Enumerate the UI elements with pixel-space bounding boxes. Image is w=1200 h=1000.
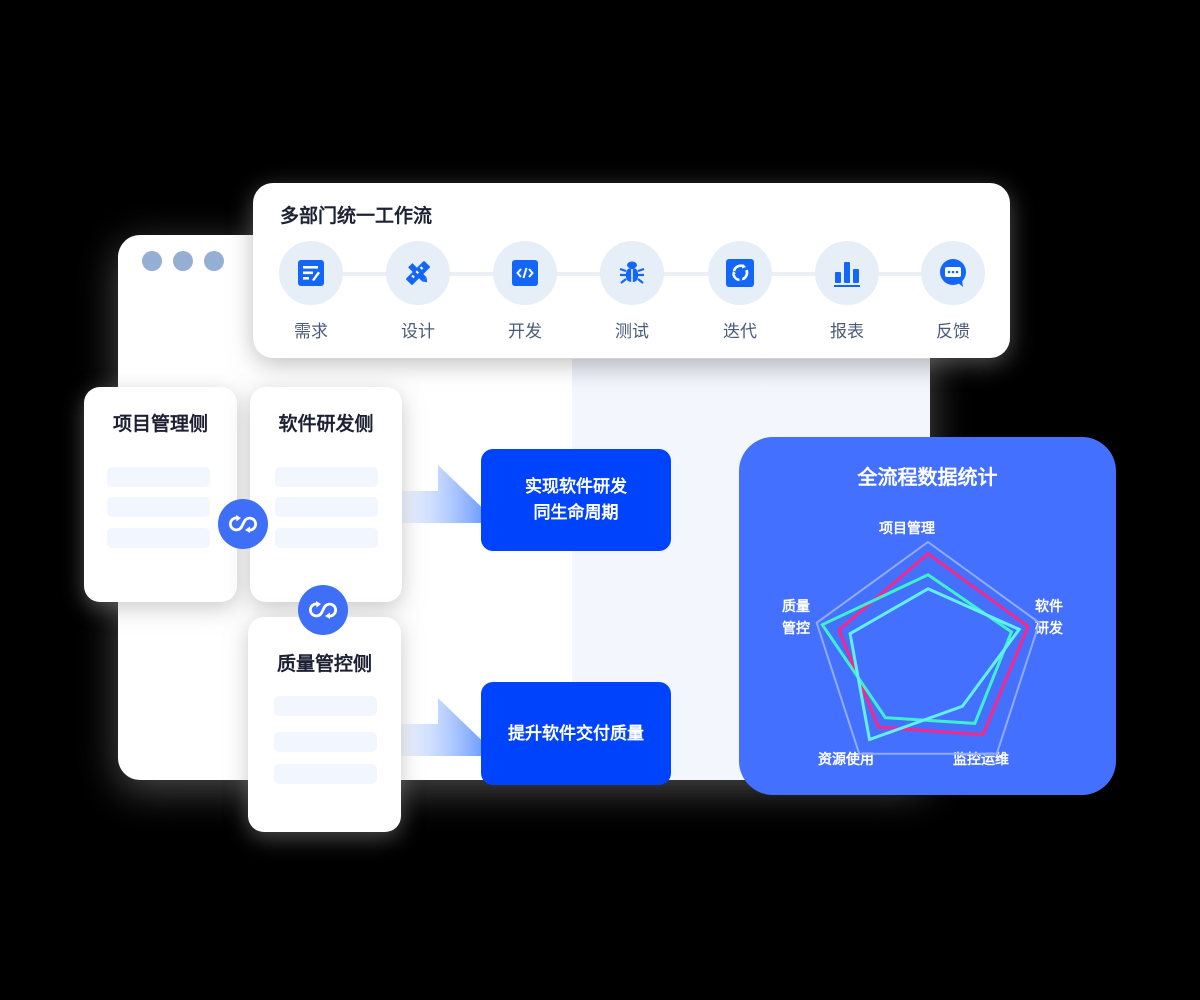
workflow-step-design[interactable]: 设计 — [386, 241, 450, 342]
workflow-step-iteration[interactable]: 迭代 — [708, 241, 772, 342]
placeholder-bar — [107, 497, 210, 517]
step-label: 迭代 — [723, 322, 757, 342]
workflow-step-requirement[interactable]: 需求 — [279, 241, 343, 342]
window-dot-1[interactable] — [142, 251, 162, 271]
workflow-step-development[interactable]: 开发 — [493, 241, 557, 342]
infinity-sync-icon — [308, 601, 338, 619]
radar-title: 全流程数据统计 — [857, 465, 998, 489]
placeholder-bar — [107, 467, 210, 487]
callout-text: 提升软件交付质量 — [508, 723, 644, 744]
placeholder-bar — [274, 764, 377, 784]
window-dot-2[interactable] — [173, 251, 193, 271]
callout-line-1: 实现软件研发 — [525, 477, 627, 497]
placeholder-bar — [274, 732, 377, 752]
chat-bubble-icon — [940, 259, 966, 287]
project-management-card[interactable]: 项目管理侧 — [84, 387, 237, 602]
axis-label-resources: 资源使用 — [818, 752, 874, 768]
code-icon — [512, 260, 538, 286]
card-title: 软件研发侧 — [278, 413, 374, 435]
axis-label-dev: 软件 研发 — [1035, 599, 1063, 637]
placeholder-bar — [274, 696, 377, 716]
series-pink — [837, 551, 1030, 737]
design-ruler-icon — [406, 261, 430, 285]
axis-label-ops: 监控运维 — [953, 752, 1009, 768]
workflow-title: 多部门统一工作流 — [280, 205, 433, 227]
bug-icon — [619, 261, 645, 284]
axis-label-project: 项目管理 — [879, 521, 935, 537]
series-teal — [820, 573, 1014, 725]
placeholder-bar — [275, 528, 378, 548]
radar-chart-card: 全流程数据统计 项目管理 软件 研发 监控运维 资源使用 质量 管控 — [739, 437, 1116, 795]
card-title: 项目管理侧 — [112, 413, 208, 435]
sync-badge-project-dev[interactable] — [218, 499, 268, 549]
step-label: 设计 — [401, 322, 435, 342]
placeholder-bar — [275, 467, 378, 487]
iteration-cycle-icon — [726, 259, 754, 287]
series-cyan — [848, 587, 1022, 742]
placeholder-bar — [275, 497, 378, 517]
step-label: 反馈 — [936, 322, 970, 342]
window-controls — [142, 251, 224, 271]
bar-chart-icon — [834, 262, 860, 287]
step-label: 需求 — [294, 322, 328, 342]
sync-badge-dev-quality[interactable] — [298, 585, 348, 635]
axis-label-quality: 质量 管控 — [782, 599, 810, 637]
lifecycle-callout: 实现软件研发 同生命周期 — [481, 449, 671, 551]
requirement-icon — [298, 260, 324, 286]
workflow-step-feedback[interactable]: 反馈 — [921, 241, 985, 342]
workflow-step-report[interactable]: 报表 — [815, 241, 879, 342]
window-dot-3[interactable] — [204, 251, 224, 271]
step-label: 开发 — [508, 322, 542, 342]
quality-callout: 提升软件交付质量 — [481, 682, 671, 785]
workflow-step-testing[interactable]: 测试 — [600, 241, 664, 342]
callout-line-2: 同生命周期 — [533, 503, 619, 523]
quality-control-card[interactable]: 质量管控侧 — [248, 617, 401, 832]
software-dev-card[interactable]: 软件研发侧 — [250, 387, 402, 602]
infinity-sync-icon — [228, 515, 258, 533]
placeholder-bar — [107, 528, 210, 548]
step-label: 测试 — [615, 322, 649, 342]
step-label: 报表 — [830, 322, 864, 342]
card-title: 质量管控侧 — [276, 653, 372, 675]
workflow-card: 多部门统一工作流 需求 — [253, 183, 1010, 358]
radar-grid — [815, 540, 1041, 755]
radar-plot — [815, 540, 1041, 755]
